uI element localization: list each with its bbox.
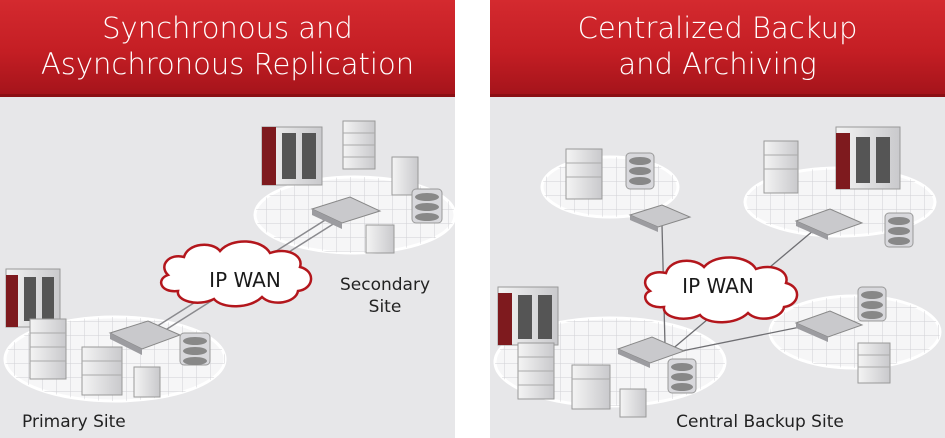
backup-panel: Centralized Backup and Archiving [490, 0, 945, 438]
remote3-server-rack [857, 342, 891, 384]
primary-storage-array [5, 268, 61, 328]
secondary-site-label: Secondary Site [335, 274, 435, 318]
secondary-server-rack-1 [342, 120, 376, 170]
replication-title-line2: Asynchronous Replication [40, 47, 415, 81]
backup-network-svg [493, 126, 942, 418]
remote2-server-rack [763, 140, 799, 194]
ip-wan-cloud [159, 240, 313, 308]
remote3-switch [794, 310, 864, 342]
primary-site-label: Primary Site [22, 412, 126, 432]
primary-server-rack-2 [81, 346, 123, 396]
backup-title: Centralized Backup and Archiving [490, 10, 945, 82]
central-server-3 [619, 388, 647, 418]
primary-disk-storage [179, 332, 211, 366]
remote1-switch [628, 204, 692, 232]
right-wan-label: IP WAN [682, 274, 754, 298]
central-switch [616, 336, 686, 368]
backup-diagram: IP WAN Central Backup Site [490, 97, 945, 438]
remote-site-3-cloud [768, 294, 942, 370]
secondary-disk-storage [411, 188, 443, 224]
secondary-site-label-line2: Site [368, 297, 402, 317]
replication-diagram: IP WAN Secondary Site Primary Site [0, 97, 455, 438]
secondary-server-3 [365, 224, 395, 254]
remote1-server-rack [565, 148, 603, 200]
central-backup-site-label: Central Backup Site [676, 412, 844, 432]
remote2-storage-array [835, 126, 901, 190]
secondary-switch [310, 196, 382, 229]
replication-network-svg [3, 120, 455, 403]
central-storage-array [497, 286, 559, 346]
remote3-disk-storage [857, 286, 887, 322]
central-server-rack-1 [517, 342, 555, 400]
remote2-switch [794, 208, 864, 240]
replication-title: Synchronous and Asynchronous Replication [0, 10, 455, 82]
secondary-server-2 [391, 156, 419, 196]
ip-wan-cloud-right [643, 256, 799, 324]
secondary-storage-array [261, 126, 323, 186]
remote2-disk-storage [884, 212, 914, 248]
primary-server-3 [133, 366, 161, 398]
remote1-disk-storage [625, 152, 655, 190]
left-wan-label: IP WAN [209, 268, 281, 292]
replication-title-line1: Synchronous and [102, 11, 353, 45]
backup-banner: Centralized Backup and Archiving [490, 0, 945, 97]
replication-panel: Synchronous and Asynchronous Replication [0, 0, 455, 438]
replication-banner: Synchronous and Asynchronous Replication [0, 0, 455, 97]
backup-title-line1: Centralized Backup [577, 11, 858, 45]
backup-title-line2: and Archiving [618, 47, 817, 81]
central-server-rack-2 [571, 364, 611, 410]
central-disk-storage [667, 358, 697, 394]
primary-server-rack-1 [29, 318, 67, 380]
secondary-site-label-line1: Secondary [339, 275, 431, 295]
